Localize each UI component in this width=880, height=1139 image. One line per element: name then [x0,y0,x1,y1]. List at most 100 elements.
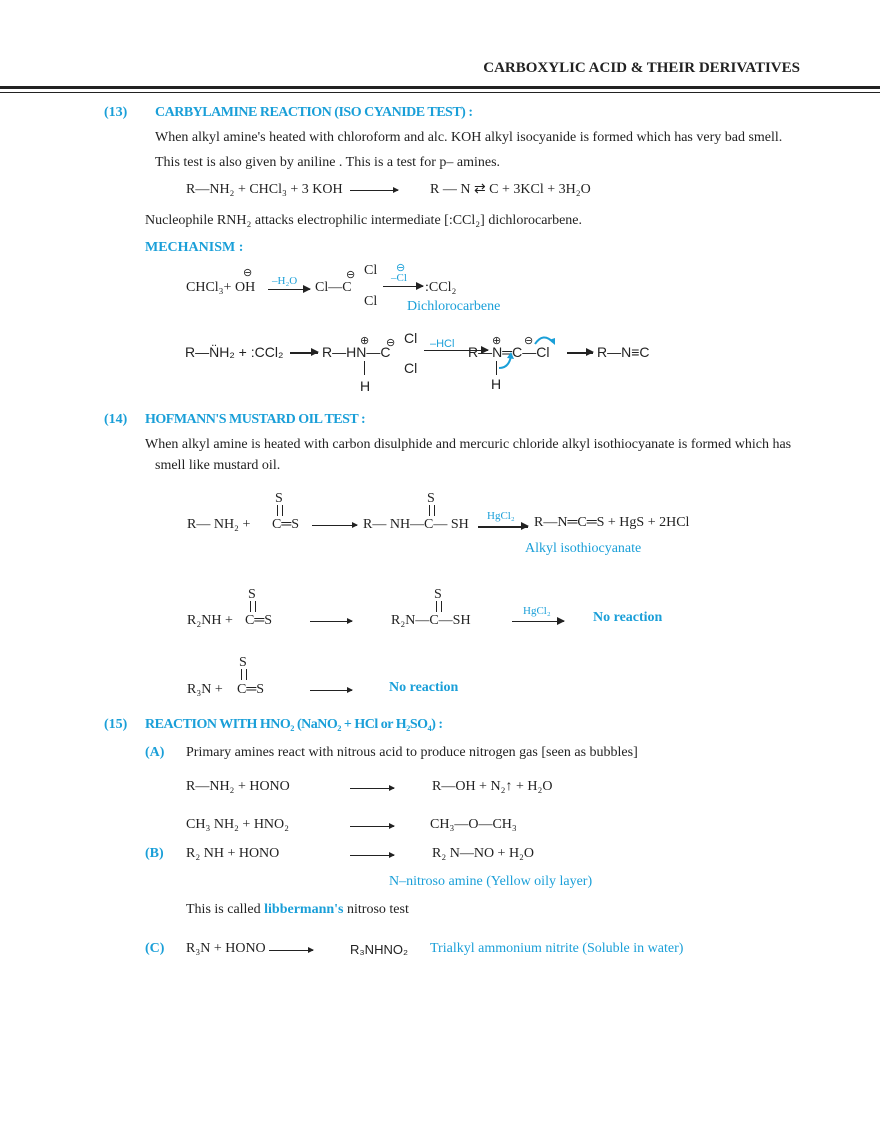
double-bond [250,601,256,612]
subsection-label: (C) [145,941,165,956]
intermediate: R₂N—C—SH [391,613,471,628]
chlorine: Cl [404,330,418,346]
equation-left: R—NH₂ + CHCl₃ + 3 KOH [186,182,343,197]
reaction-arrow [350,785,395,791]
text: nitroso test [343,902,409,917]
subsection-label: (B) [145,846,164,861]
sulfur: S [275,491,283,506]
paragraph: This is called libbermann's nitroso test [186,903,409,917]
charge-plus: ⊕ [360,335,370,347]
double-bond [241,669,247,680]
highlight-term: libbermann's [264,902,344,917]
reaction-arrow [350,852,395,858]
charge-minus: ⊖ [243,267,253,279]
reaction-arrow [268,285,311,293]
paragraph: Nucleophile RNH₂ attacks electrophilic i… [145,213,582,228]
section-number: (15) [104,717,128,732]
mech-condition: –HCl [430,338,455,350]
subsection-label: (A) [145,745,165,760]
reaction-arrow [478,522,529,530]
sulfur: S [248,587,256,602]
reaction-arrow [310,687,353,693]
carbon-disulphide: C═S [245,613,273,628]
bond [496,361,497,375]
reaction-arrow [424,346,489,354]
charge-minus: ⊖ [386,337,396,349]
equation-right: R — N ⇄ C + 3KCl + 3H₂O [430,182,591,197]
header-rule-thick [0,86,880,89]
paragraph: smell like mustard oil. [155,458,281,473]
reaction-arrow [383,282,424,290]
paragraph: This test is also given by aniline . Thi… [155,155,501,170]
chlorine: Cl [364,263,378,278]
charge-minus: ⊖ [396,262,406,274]
reagent: HgCl₂ [487,510,515,522]
equation-right: CH₃—O—CH₃ [430,817,517,832]
reaction-arrow [512,617,565,625]
reaction-arrow [290,348,319,356]
mech-product: :CCl₂ [425,280,457,295]
charge-minus: ⊖ [346,269,356,281]
mech-intermediate: R—N═C—Cl [468,344,550,360]
electron-arrows [498,336,555,369]
equation-left: R₃N + HONO [186,941,266,956]
mech-intermediate: R—HN—C [322,344,391,360]
paragraph: When alkyl amine's heated with chlorofor… [155,130,783,145]
sulfur: S [427,491,435,506]
hydrogen: H [491,376,502,392]
charge-minus: ⊖ [524,335,534,347]
chlorine: Cl [404,360,418,376]
equation-right: R₃NHNO₂ [350,942,409,957]
carbon-disulphide: C═S [272,517,300,532]
charge-plus: ⊕ [492,335,502,347]
section-number: (14) [104,412,128,427]
double-bond [429,505,435,516]
reaction-arrow [269,947,314,953]
chlorine: Cl [364,294,378,309]
sulfur: S [434,587,442,602]
result: No reaction [389,680,459,695]
mechanism-label: MECHANISM : [145,240,244,255]
mech-reactants: CHCl₃+ OH [186,280,256,295]
double-bond [277,505,283,516]
equation-left: R—NH₂ + HONO [186,779,290,794]
product-name: Dichlorocarbene [407,299,501,314]
reaction-arrow [312,522,358,528]
reagent: HgCl₂ [523,605,551,617]
hydrogen: H [360,378,371,394]
sulfur: S [239,655,247,670]
running-header: CARBOXYLIC ACID & THEIR DERIVATIVES [483,60,800,76]
text: This is called [186,902,265,917]
mech-condition: –H₂O [272,275,298,287]
mech-reactants: R—N̈H₂ + :CCl₂ [185,344,284,360]
section-title: CARBYLAMINE REACTION (ISO CYANIDE TEST) … [155,105,473,120]
paragraph: Primary amines react with nitrous acid t… [186,745,638,760]
reaction-arrow [567,348,594,356]
intermediate: R— NH—C— SH [363,517,469,532]
paragraph: When alkyl amine is heated with carbon d… [145,437,792,452]
header-rule-thin [0,92,880,93]
mech-final-product: R—N≡C [597,344,650,360]
section-title: HOFMANN'S MUSTARD OIL TEST : [145,412,366,427]
equation-left: CH₃ NH₂ + HNO₂ [186,817,290,832]
product-note: N–nitroso amine (Yellow oily layer) [389,874,593,889]
reaction-arrow [310,618,353,624]
section-title: REACTION WITH HNO₂ (NaNO₂ + HCl or H₂SO₄… [145,717,443,732]
section-number: (13) [104,105,128,120]
equation-right: R₂ N—NO + H₂O [432,846,535,861]
equation-right: R—OH + N₂↑ + H₂O [432,779,553,794]
mech-condition: –Cl [391,272,407,284]
mech-intermediate: Cl—C [315,280,352,295]
reaction-arrow [350,823,395,829]
reaction-arrow [350,187,399,193]
reactants: R₃N + [187,682,223,697]
result: No reaction [593,610,663,625]
product-note: Trialkyl ammonium nitrite (Soluble in wa… [430,941,684,956]
double-bond [436,601,442,612]
product: R—N═C═S + HgS + 2HCl [534,515,690,530]
reactants: R— NH₂ + [187,517,251,532]
equation-left: R₂ NH + HONO [186,846,280,861]
reactants: R₂NH + [187,613,233,628]
product-name: Alkyl isothiocyanate [525,541,642,556]
